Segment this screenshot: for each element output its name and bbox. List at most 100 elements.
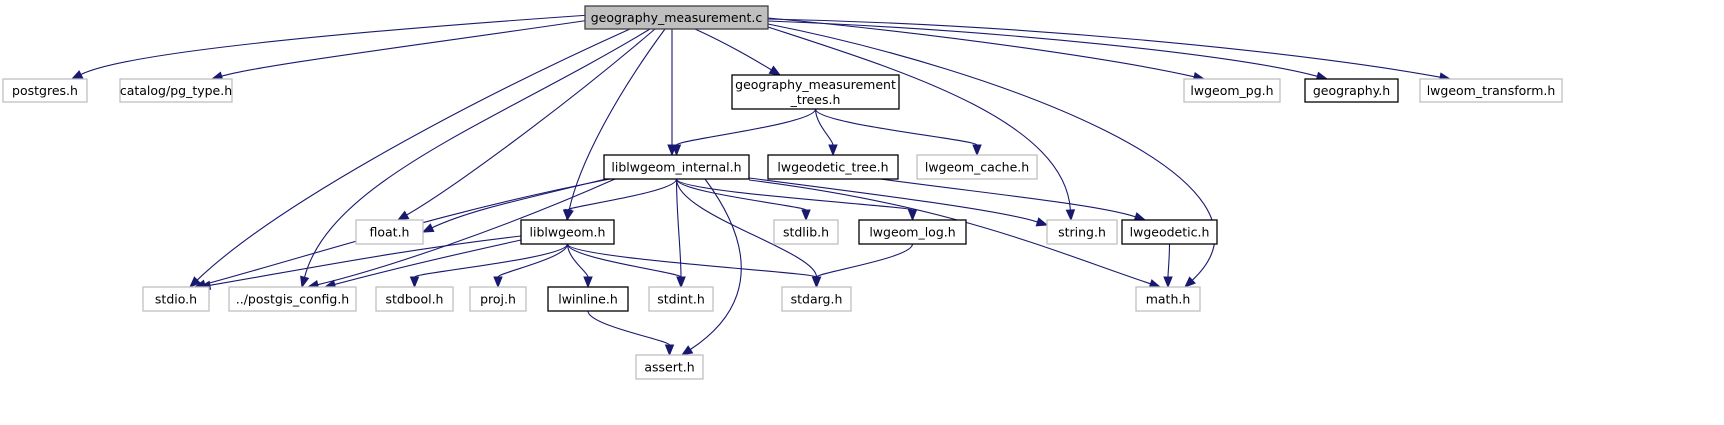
edge-line (196, 28, 631, 281)
edge-line (675, 178, 682, 278)
node-box (635, 354, 704, 380)
node-lwgeom-log[interactable]: lwgeom_log.h (858, 219, 967, 245)
edge-line (694, 28, 772, 71)
arrowhead-icon (768, 65, 782, 76)
node-label: lwgeom_transform.h (1427, 83, 1556, 98)
node-geography[interactable]: geography.h (1304, 78, 1399, 103)
arrowhead-icon (1163, 276, 1173, 289)
edge-line (80, 14, 591, 76)
arrowhead-icon (396, 210, 410, 221)
arrowhead-icon (493, 276, 503, 289)
edge-lwgeodetic-to-math (1163, 243, 1173, 289)
node-lwgeodetic[interactable]: lwgeodetic.h (1121, 219, 1218, 245)
node-label: postgres.h (12, 83, 78, 98)
edge-line (690, 178, 742, 350)
arrowhead-icon (562, 209, 573, 222)
arrowhead-icon (421, 223, 435, 233)
arrowhead-icon (1065, 209, 1076, 222)
node-label: geography_measurement (735, 77, 896, 92)
node-box (119, 78, 233, 103)
edge-line (413, 243, 569, 278)
edge-line (1167, 243, 1171, 278)
node-box (1183, 78, 1281, 103)
node-label: lwinline.h (558, 292, 618, 307)
edge-line (675, 178, 818, 278)
node-lwinline[interactable]: lwinline.h (547, 286, 629, 312)
node-proj: proj.h (469, 286, 527, 312)
node-label: stdarg.h (791, 292, 843, 307)
node-box (1419, 78, 1563, 103)
edge-line (815, 243, 914, 278)
node-label: liblwgeom.h (530, 225, 606, 240)
node-box (603, 154, 750, 180)
arrowhead-icon (828, 144, 838, 157)
edge-line (497, 243, 569, 278)
node-label: lwgeodetic_tree.h (777, 160, 888, 175)
node-label: lwgeom_cache.h (925, 160, 1029, 175)
node-box (375, 286, 454, 312)
edge-line (221, 19, 591, 77)
edge-line (675, 178, 914, 211)
edge-line (566, 243, 818, 278)
node-box (228, 286, 357, 312)
node-stdbool: stdbool.h (375, 286, 454, 312)
node-lwgeom-transform: lwgeom_transform.h (1419, 78, 1563, 103)
arrowhead-icon (1035, 217, 1049, 227)
node-liblwgeom[interactable]: liblwgeom.h (520, 219, 615, 245)
node-lwgeodetic-tree[interactable]: lwgeodetic_tree.h (767, 154, 899, 180)
edge-gm_trees-to-lwgeom_cache (814, 108, 982, 157)
node-gm-trees[interactable]: geography_measurement_trees.h (731, 74, 900, 110)
node-liblwgeom-internal[interactable]: liblwgeom_internal.h (603, 154, 750, 180)
node-math: math.h (1135, 286, 1201, 312)
node-label: liblwgeom_internal.h (611, 160, 741, 175)
node-label: geography.h (1313, 83, 1390, 98)
edge-root-to-geography (767, 20, 1329, 81)
edge-line (587, 310, 671, 346)
node-label: string.h (1058, 225, 1106, 240)
node-stdio: stdio.h (142, 286, 210, 312)
edge-root-to-string (767, 26, 1076, 222)
edge-liblwgeom-to-lwinline (566, 243, 593, 289)
edge-line (814, 108, 834, 146)
arrowhead-icon (680, 345, 694, 356)
node-label: stdlib.h (783, 225, 829, 240)
edge-root-to-postgres (70, 14, 591, 80)
node-box (858, 219, 967, 245)
edge-gm_trees-to-lwgeodetic_tree (814, 108, 838, 157)
arrowhead-icon (671, 144, 682, 157)
arrowhead-icon (1184, 276, 1196, 288)
edge-line (748, 177, 1038, 223)
node-label: catalog/pg_type.h (120, 83, 232, 98)
arrowhead-icon (583, 276, 593, 289)
node-box (142, 286, 210, 312)
edge-line (767, 20, 1318, 77)
node-box (1121, 219, 1218, 245)
node-label: ../postgis_config.h (236, 292, 349, 307)
node-postgis-config: ../postgis_config.h (228, 286, 357, 312)
node-box (2, 78, 88, 103)
edge-liblwgeom-to-proj (493, 243, 569, 289)
edge-liblwgeom-to-stdint (566, 243, 686, 289)
node-lwgeom-pg: lwgeom_pg.h (1183, 78, 1281, 103)
node-stdint: stdint.h (648, 286, 714, 312)
node-label: geography_measurement.c (591, 10, 763, 25)
node-box (469, 286, 527, 312)
edge-line (767, 26, 1071, 211)
node-float: float.h (355, 219, 424, 245)
edge-line (814, 108, 978, 146)
edge-root-to-postgis_config (300, 28, 651, 289)
node-lwgeom-cache: lwgeom_cache.h (916, 154, 1038, 180)
arrowhead-icon (409, 276, 420, 289)
edge-root-to-stdio (189, 28, 631, 288)
edge-lwgeom_log-to-stdarg (811, 243, 914, 289)
node-label: lwgeom_pg.h (1190, 83, 1273, 98)
edge-liblwgeom_internal-to-stdlib (675, 178, 811, 222)
edge-line (566, 178, 678, 211)
node-label: lwgeom_log.h (869, 225, 955, 240)
edge-liblwgeom_internal-to-stdint (675, 178, 686, 289)
node-label: _trees.h (790, 92, 841, 107)
edge-line (675, 108, 817, 146)
node-label: proj.h (480, 292, 516, 307)
edge-root-to-lwgeom_pg (767, 17, 1206, 82)
